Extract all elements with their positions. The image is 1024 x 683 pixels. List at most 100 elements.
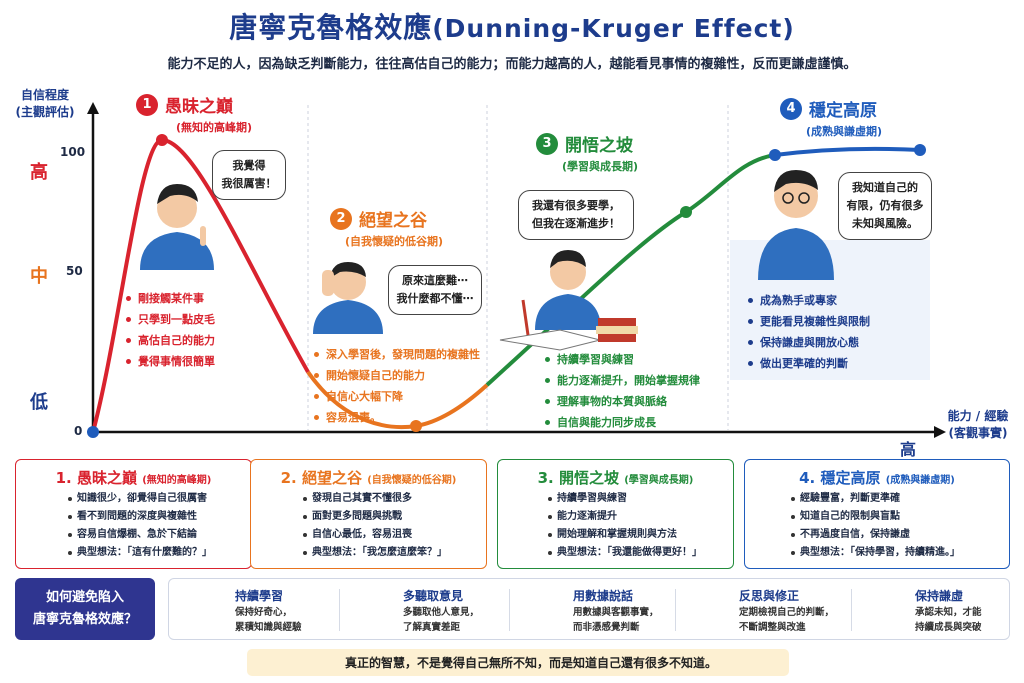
card-1-item: 看不到問題的深度與複雜性: [68, 508, 212, 526]
stage-2-bubble-line2: 我什麼都不懂⋯: [396, 292, 474, 305]
stage-4-bullet: 成為熟手或專家: [748, 290, 870, 311]
tip-3-desc-line1: 用數據與客觀事實，: [573, 607, 659, 618]
curve-peak-dot: [156, 134, 168, 146]
tip-4-desc-line2: 不斷調整與改進: [739, 622, 806, 633]
stage-4-speech-bubble: 我知道自己的 有限，仍有很多 未知與風險。: [838, 172, 932, 240]
stage-4-heading: 4 穩定高原: [780, 96, 877, 121]
stage-4-subtitle: (成熟與謙虛期): [806, 125, 883, 138]
card-3-item: 典型想法：「我還能做得更好！」: [548, 544, 702, 562]
y-axis-title-line2: (主觀評估): [15, 105, 75, 119]
x-axis-title-line2: (客觀事實): [948, 426, 1008, 440]
curve-valley-dot: [410, 420, 422, 432]
stage-1-bullets: 剛接觸某件事 只學到一點皮毛 高估自己的能力 覺得事情很簡單: [126, 288, 215, 372]
stage-2-heading: 2 絕望之谷: [330, 206, 427, 231]
stage-card-1: 1. 愚昧之巔 (無知的高峰期) 知識很少，卻覺得自己很厲害 看不到問題的深度與…: [15, 459, 252, 569]
card-4-subtitle: (成熟與謙虛期): [885, 475, 955, 486]
y-level-high: 高: [30, 162, 48, 183]
avoid-line2: 唐寧克魯格效應？: [32, 612, 137, 627]
card-3-item: 能力逐漸提升: [548, 508, 702, 526]
stage-3-bullet: 持續學習與練習: [545, 349, 700, 370]
y-level-mid: 中: [30, 266, 48, 287]
stage-2-bubble-line1: 原來這麼難⋯: [402, 274, 468, 287]
title-chinese: 唐寧克魯格效應: [229, 11, 433, 44]
tip-2-desc-line1: 多聽取他人意見，: [403, 607, 480, 618]
wisdom-quote-text: 真正的智慧，不是覺得自己無所不知，而是知道自己還有很多不知道。: [344, 656, 717, 670]
tip-5-desc-line2: 持續成長與突破: [915, 622, 982, 633]
tip-4-title: 反思與修正: [739, 589, 800, 603]
tip-divider: [675, 589, 676, 631]
title-english: (Dunning-Kruger Effect): [432, 14, 795, 43]
stage-4-bubble-line3: 未知與風險。: [852, 217, 918, 230]
stage-3-speech-bubble: 我還有很多要學， 但我在逐漸進步！: [518, 190, 634, 240]
stage-4-bullet: 保持謙虛與開放心態: [748, 332, 870, 353]
stage-1-bullet: 只學到一點皮毛: [126, 309, 215, 330]
stage-2-bullet: 開始懷疑自己的能力: [314, 365, 480, 386]
stage-4-name: 穩定高原: [809, 101, 877, 121]
stage-3-bullets: 持續學習與練習 能力逐漸提升，開始掌握規律 理解事物的本質與脈絡 自信與能力同步…: [545, 349, 700, 433]
y-level-low: 低: [30, 392, 48, 413]
card-4-item: 不再過度自信，保持謙虛: [791, 526, 960, 544]
stage-4-bullet: 更能看見複雜性與限制: [748, 311, 870, 332]
tip-5-desc-line1: 承認未知，才能: [915, 607, 982, 618]
stage-card-2: 2. 絕望之谷 (自我懷疑的低谷期) 發現自己其實不懂很多 面對更多問題與挑戰 …: [250, 459, 487, 569]
card-1-title-text: 1. 愚昧之巔: [55, 469, 137, 487]
card-2-item: 發現自己其實不懂很多: [303, 490, 447, 508]
stage-2-bullets: 深入學習後，發現問題的複雜性 開始懷疑自己的能力 自信心大幅下降 容易沮喪。: [314, 344, 480, 428]
page-subtitle: 能力不足的人，因為缺乏判斷能力，往往高估自己的能力；而能力越高的人，越能看見事情…: [167, 57, 857, 72]
stage-2-subtitle: (自我懷疑的低谷期): [345, 235, 444, 248]
y-axis-title-line1: 自信程度: [20, 88, 69, 102]
card-1-subtitle: (無知的高峰期): [142, 475, 212, 486]
card-2-subtitle: (自我懷疑的低谷期): [367, 475, 457, 486]
expert-person-illustration: [758, 170, 834, 280]
tip-1-desc-line2: 累積知識與經驗: [235, 622, 302, 633]
tip-listen-feedback: 多聽取意見 多聽取他人意見， 了解真實差距: [347, 579, 507, 641]
stage-4-bubble-line1: 我知道自己的: [852, 181, 918, 194]
stage-3-subtitle: (學習與成長期): [562, 160, 639, 173]
card-1-item: 典型想法：「這有什麼難的？」: [68, 544, 212, 562]
stage-card-3: 3. 開悟之坡 (學習與成長期) 持續學習與練習 能力逐漸提升 開始理解和掌握規…: [497, 459, 734, 569]
tip-divider: [339, 589, 340, 631]
card-2-item: 典型想法：「我怎麼這麼笨？」: [303, 544, 447, 562]
card-2-item: 自信心最低，容易沮喪: [303, 526, 447, 544]
stage-3-bullet: 理解事物的本質與脈絡: [545, 391, 700, 412]
card-1-item: 知識很少，卻覺得自己很厲害: [68, 490, 212, 508]
stage-4-bullets: 成為熟手或專家 更能看見複雜性與限制 保持謙虛與開放心態 做出更準確的判斷: [748, 290, 870, 374]
x-axis-title-line1: 能力 / 經驗: [947, 409, 1009, 423]
stage-4-bullet: 做出更準確的判斷: [748, 353, 870, 374]
card-2-title-text: 2. 絕望之谷: [280, 469, 362, 487]
stage-4-number-badge: 4: [780, 97, 802, 120]
tip-2-title: 多聽取意見: [403, 589, 464, 603]
tip-1-desc: 保持好奇心， 累積知識與經驗: [235, 605, 302, 635]
worried-person-illustration: [313, 262, 383, 334]
tip-keep-learning: 持續學習 保持好奇心， 累積知識與經驗: [179, 579, 339, 641]
x-axis-title: 能力 / 經驗 (客觀事實): [936, 408, 1020, 442]
stage-2-name: 絕望之谷: [359, 211, 427, 231]
tip-2-desc: 多聽取他人意見， 了解真實差距: [403, 605, 479, 635]
y-tick-0: 0: [74, 424, 83, 438]
card-3-title-text: 3. 開悟之坡: [537, 469, 619, 487]
tip-3-desc: 用數據與客觀事實， 而非憑感覺判斷: [573, 605, 659, 635]
stage-3-number-badge: 3: [536, 132, 558, 155]
stage-1-speech-bubble: 我覺得 我很厲害！: [212, 150, 286, 200]
page-title: 唐寧克魯格效應(Dunning-Kruger Effect): [0, 6, 1024, 46]
card-3-title: 3. 開悟之坡 (學習與成長期): [498, 467, 733, 488]
stage-1-name: 愚昧之巔: [165, 97, 233, 117]
stage-1-bullet: 高估自己的能力: [126, 330, 215, 351]
stage-1-bubble-line1: 我覺得: [232, 159, 266, 172]
stage-3-bullet: 自信與能力同步成長: [545, 412, 700, 433]
tip-5-desc: 承認未知，才能 持續成長與突破: [915, 605, 982, 635]
curve-origin-dot: [87, 426, 99, 438]
curve-slope-dot: [680, 206, 692, 218]
x-level-high: 高: [900, 440, 917, 459]
stage-1-bubble-line2: 我很厲害！: [221, 177, 277, 190]
stage-2-bullet: 自信心大幅下降: [314, 386, 480, 407]
stage-2-number-badge: 2: [330, 207, 352, 230]
tip-reflect: 反思與修正 定期檢視自己的判斷， 不斷調整與改進: [683, 579, 853, 641]
card-1-title: 1. 愚昧之巔 (無知的高峰期): [16, 467, 251, 488]
tip-4-desc: 定期檢視自己的判斷， 不斷調整與改進: [739, 605, 834, 635]
x-axis-arrow-icon: [934, 426, 946, 438]
stage-2-bullet: 深入學習後，發現問題的複雜性: [314, 344, 480, 365]
stage-3-bullet: 能力逐漸提升，開始掌握規律: [545, 370, 700, 391]
card-4-item: 知道自己的限制與盲點: [791, 508, 960, 526]
